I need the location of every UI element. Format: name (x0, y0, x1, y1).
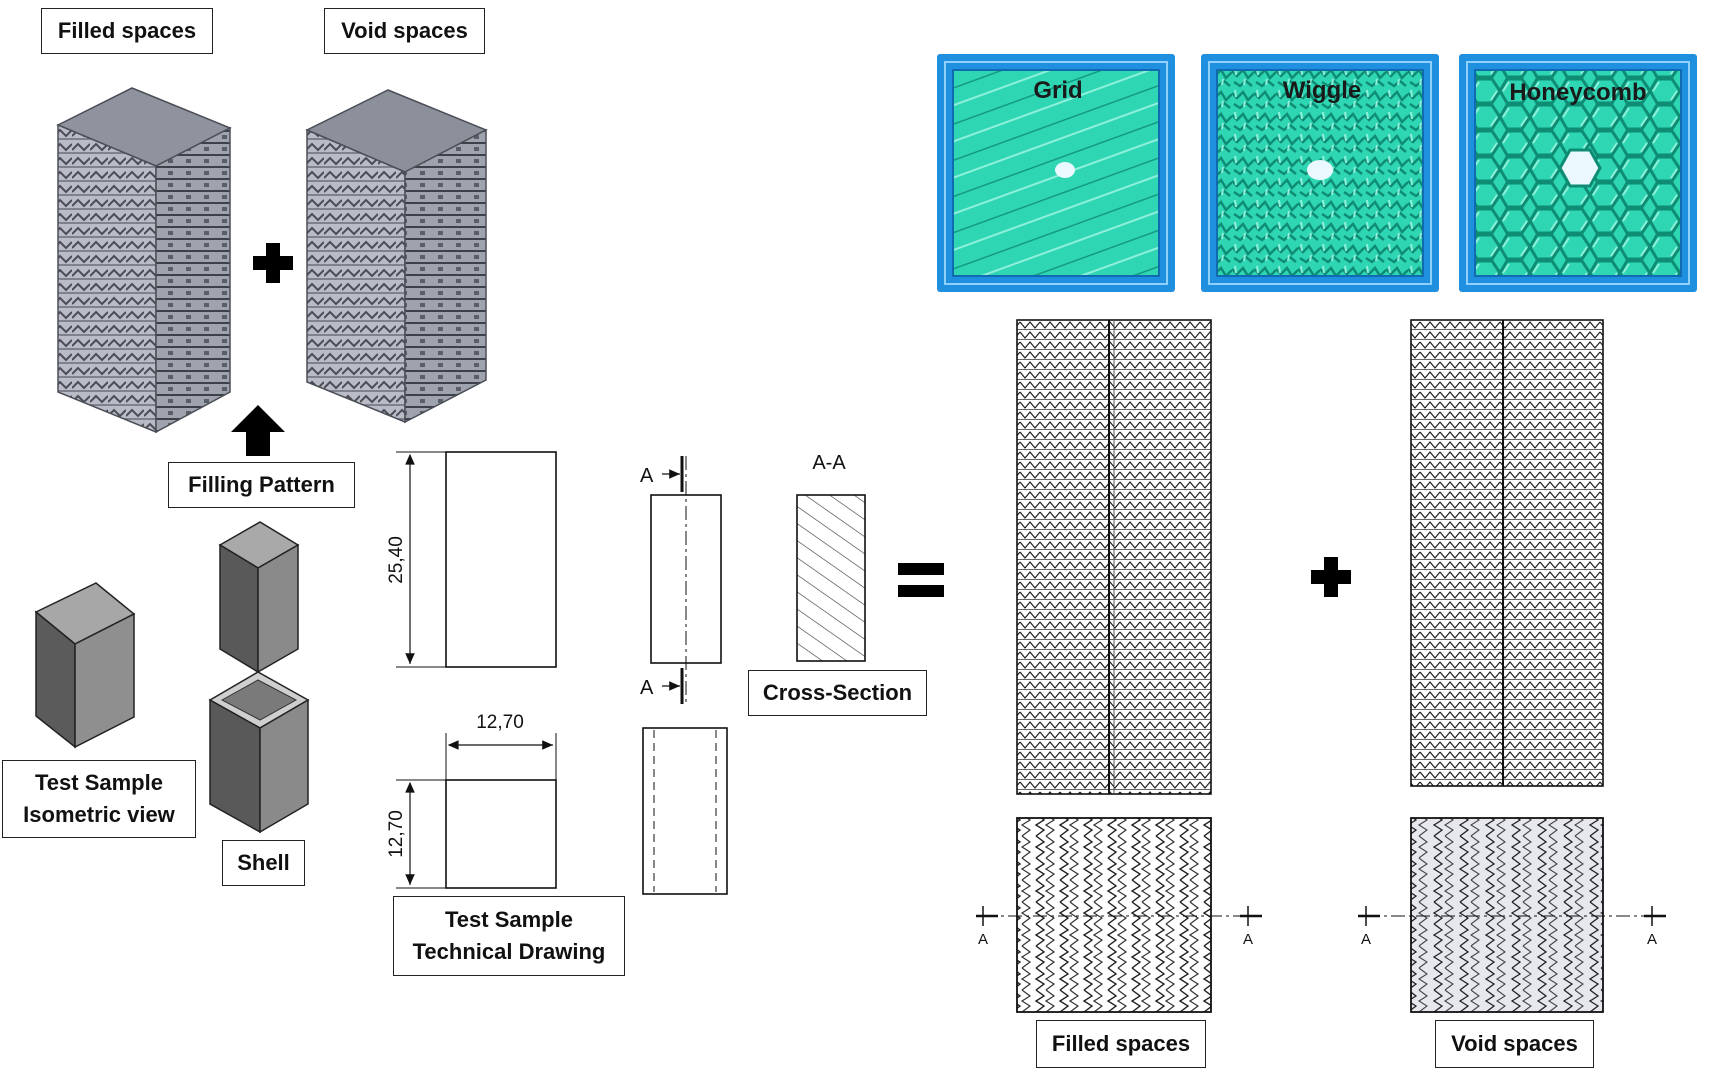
plus-icon-right (1311, 557, 1351, 597)
section-hatched-rect (796, 494, 866, 662)
label-filled-spaces-top: Filled spaces (41, 8, 213, 54)
filled-lattice-tower (56, 87, 232, 434)
section-mark-a-void-right: A (1647, 931, 1657, 948)
dimension-depth: 12,70 (386, 810, 407, 858)
dimension-height: 25,40 (386, 536, 407, 584)
shell-top-part (218, 521, 300, 674)
equals-icon (898, 563, 944, 597)
void-lattice-tower (305, 89, 488, 424)
label-cross-section: Cross-Section (748, 670, 927, 716)
side-view-drawing (650, 456, 722, 705)
label-void-spaces-bottom: Void spaces (1435, 1020, 1594, 1068)
section-mark-a-bottom: A (640, 677, 654, 699)
section-mark-a-filled-right: A (1243, 931, 1253, 948)
void-elevation-view (1410, 319, 1604, 787)
filled-elevation-view (1016, 319, 1212, 795)
section-mark-a-top: A (640, 465, 654, 487)
front-view-drawing (396, 451, 557, 668)
shell-bottom-part (208, 671, 310, 834)
label-test-sample-isometric: Test Sample Isometric view (2, 760, 196, 838)
infill-preview-honeycomb (1459, 54, 1697, 292)
void-plan-view (1358, 817, 1666, 1013)
dimension-width: 12,70 (476, 712, 524, 733)
hidden-line-view (642, 727, 728, 895)
infill-preview-grid (937, 54, 1175, 292)
label-filling-pattern: Filling Pattern (168, 462, 355, 508)
label-shell: Shell (222, 840, 305, 886)
label-test-sample-technical-drawing: Test Sample Technical Drawing (393, 896, 625, 976)
label-filled-spaces-bottom: Filled spaces (1036, 1020, 1206, 1068)
section-mark-a-filled-left: A (978, 931, 988, 948)
test-sample-isometric-block (34, 582, 136, 749)
section-title: A-A (812, 452, 846, 474)
arrow-up-icon (231, 405, 285, 456)
infill-title-grid: Grid (1033, 77, 1082, 104)
filled-plan-view (976, 817, 1262, 1013)
section-mark-a-void-left: A (1361, 931, 1371, 948)
top-view-drawing (396, 733, 557, 889)
infill-title-wiggle: Wiggle (1283, 77, 1361, 104)
infill-title-honeycomb: Honeycomb (1509, 79, 1646, 106)
plus-icon (253, 243, 293, 283)
infill-preview-wiggle (1201, 54, 1439, 292)
label-void-spaces-top: Void spaces (324, 8, 485, 54)
